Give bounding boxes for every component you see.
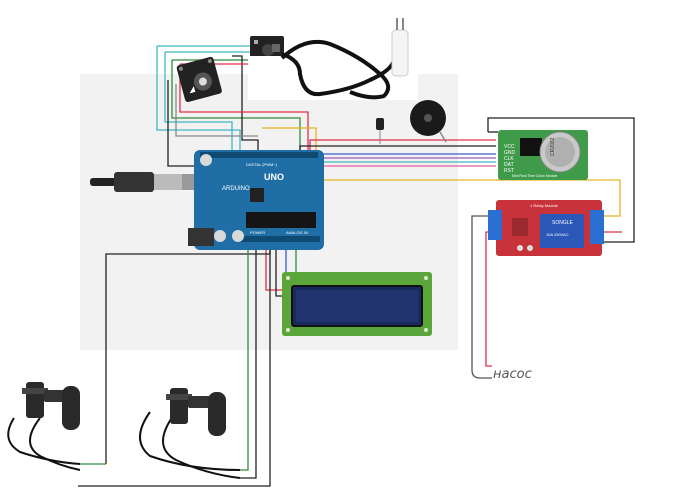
arduino-analog-label: ANALOG IN [286, 230, 308, 235]
lcd-display [282, 272, 432, 336]
rtc-chip-text: CR2032 [550, 137, 556, 156]
wire-lcd-black [275, 236, 284, 297]
arduino-power-label: POWER [250, 230, 265, 235]
wire-float-black-2 [240, 236, 257, 479]
wire-rtc-gnd [299, 145, 496, 150]
relay-brand-text: SONGLE [552, 220, 574, 226]
rtc-pin-rst: RST [504, 168, 514, 174]
wire-black-left [167, 80, 198, 167]
temperature-probe [248, 18, 418, 100]
transistor [376, 118, 384, 144]
float-switch-left [7, 382, 81, 471]
wire-pump-black [471, 215, 500, 379]
arduino-uno-board: ARDUINO UNO DIGITAL (PWM~) POWER ANALOG … [188, 150, 324, 250]
rtc-pin-vcc: VCC [504, 144, 515, 150]
float-switch-right [139, 388, 241, 479]
rtc-pin-dat: DAT [504, 162, 514, 168]
rtc-pin-clk: CLK [504, 156, 514, 162]
wire-float-green-2 [240, 236, 249, 471]
light-sensor-module [176, 56, 222, 103]
wire-rtc-vcc [309, 139, 496, 150]
relay-header-text: 1 Relay Module [530, 203, 559, 208]
relay-module: 1 Relay Module SONGLE 10A 250VAC [488, 200, 604, 256]
arduino-digital-label: DIGITAL (PWM~) [246, 162, 278, 167]
wire-orange-top [262, 127, 317, 152]
rtc-caption: Mini Real Time Clock Module [512, 174, 557, 178]
rtc-module: CR2032 VCC GND CLK DAT RST Mini Real Tim… [498, 130, 588, 180]
buzzer [410, 100, 447, 143]
wire-cyan-1 [156, 45, 250, 150]
arduino-model-text: UNO [264, 172, 284, 182]
wire-float-black-bottom [78, 236, 271, 487]
wire-relay-black [487, 117, 635, 243]
arduino-brand-text: ARDUINO [222, 186, 250, 192]
pump-label: насос [493, 367, 532, 382]
rtc-pin-gnd: GND [504, 150, 516, 156]
wire-gray-top [175, 84, 258, 137]
wire-relay-signal [322, 179, 621, 217]
relay-spec-text: 10A 250VAC [546, 232, 569, 237]
usb-cable [90, 172, 196, 192]
wire-black-top [232, 55, 259, 150]
